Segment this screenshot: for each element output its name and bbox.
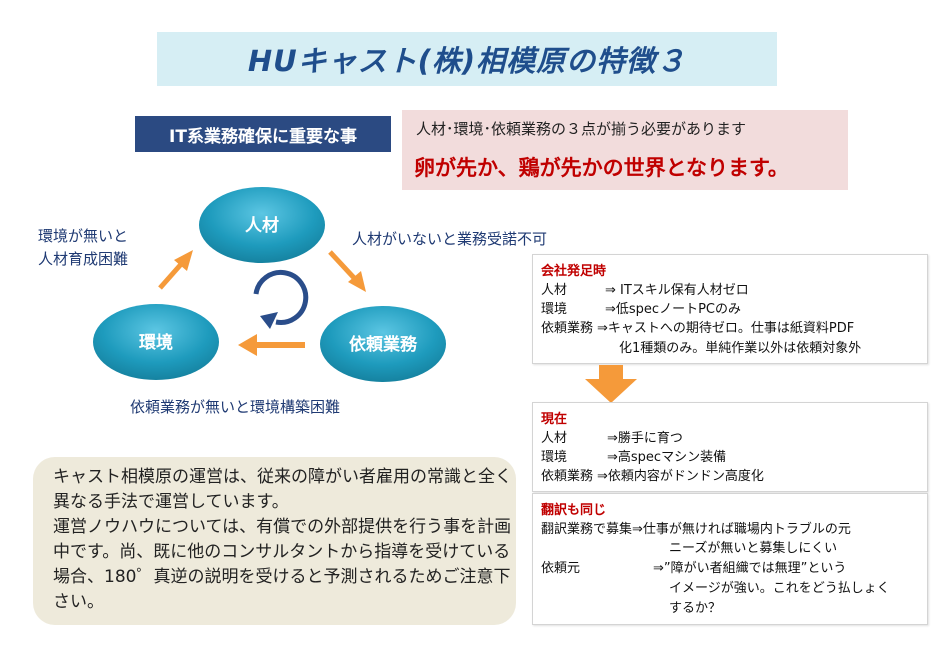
operation-para-2: 運営ノウハウについては、有償での外部提供を行う事を計画中です。尚、既に他のコンサ… <box>53 517 512 612</box>
cycle-label-left-2: 人材育成困難 <box>38 250 129 268</box>
cycle-label-right: 人材がいないと業務受諾不可 <box>352 230 548 248</box>
arrow-top-to-right <box>328 250 366 292</box>
node-right-label: 依頼業務 <box>349 334 418 355</box>
node-right: 依頼業務 <box>320 306 446 382</box>
current-box: 現在 人材 ⇒勝手に育つ 環境 ⇒高specマシン装備 依頼業務 ⇒依頼内容がド… <box>532 402 928 492</box>
arrow-right-to-left <box>238 334 305 356</box>
rotation-arrow-icon <box>253 269 309 329</box>
current-row-value: ⇒高specマシン装備 <box>607 450 727 465</box>
current-row-value: ⇒依頼内容がドンドン高度化 <box>597 469 764 484</box>
operation-para-1: キャスト相模原の運営は、従来の障がい者雇用の常識と全く異なる手法で運営しています… <box>53 467 512 512</box>
cycle-label-bottom: 依頼業務が無いと環境構築困難 <box>130 398 341 416</box>
translation-row-3-value: ⇒”障がい者組織では無理”という <box>653 561 847 576</box>
operation-note-box: キャスト相模原の運営は、従来の障がい者雇用の常識と全く異なる手法で運営しています… <box>33 457 516 625</box>
node-top-label: 人材 <box>245 215 279 236</box>
arrow-left-to-top <box>158 250 193 290</box>
node-left-label: 環境 <box>139 332 173 353</box>
founding-row-label: 環境 <box>541 302 568 317</box>
translation-title: 翻訳も同じ <box>541 503 607 518</box>
founding-row-value: ⇒ ITスキル保有人材ゼロ <box>605 283 749 298</box>
requirement-text: 人材･環境･依頼業務の３点が揃う必要があります <box>416 120 747 138</box>
chicken-egg-text: 卵が先か、鶏が先かの世界となります。 <box>414 156 789 180</box>
founding-continuation: 化1種類のみ。単純作業以外は依頼対象外 <box>619 341 862 356</box>
translation-row-5: するか？ <box>669 601 722 616</box>
node-left: 環境 <box>93 304 219 380</box>
founding-row-label: 人材 <box>541 283 568 298</box>
translation-box: 翻訳も同じ 翻訳業務で募集⇒仕事が無ければ職場内トラブルの元 ニーズが無いと募集… <box>532 493 928 625</box>
current-row-label: 環境 <box>541 450 568 465</box>
current-row-value: ⇒勝手に育つ <box>607 431 683 446</box>
translation-row-1: 翻訳業務で募集⇒仕事が無ければ職場内トラブルの元 <box>541 522 851 537</box>
translation-row-4: イメージが強い。これをどう払しょく <box>669 581 890 596</box>
translation-row-2: ニーズが無いと募集しにくい <box>669 541 838 556</box>
key-label: IT系業務確保に重要な事 <box>135 116 391 152</box>
founding-box: 会社発足時 人材 ⇒ ITスキル保有人材ゼロ 環境 ⇒低specノートPCのみ … <box>532 254 928 364</box>
current-title: 現在 <box>541 412 568 427</box>
down-arrow-icon <box>585 365 637 403</box>
cycle-label-left-1: 環境が無いと <box>38 227 129 245</box>
founding-row-value: ⇒キャストへの期待ゼロ。仕事は紙資料PDF <box>597 321 855 336</box>
node-top: 人材 <box>199 187 325 263</box>
translation-row-3-label: 依頼元 <box>541 561 581 576</box>
cycle-diagram: 人材 環境 依頼業務 <box>93 187 446 382</box>
title-banner: HUキャスト(株)相模原の特徴３ <box>157 32 777 86</box>
founding-row-value: ⇒低specノートPCのみ <box>605 302 741 317</box>
founding-row-label: 依頼業務 <box>541 321 594 336</box>
page-title: HUキャスト(株)相模原の特徴３ <box>247 44 687 78</box>
founding-title: 会社発足時 <box>541 264 607 279</box>
current-row-label: 人材 <box>541 431 568 446</box>
current-row-label: 依頼業務 <box>541 469 594 484</box>
requirement-box: 人材･環境･依頼業務の３点が揃う必要があります 卵が先か、鶏が先かの世界となりま… <box>402 110 848 190</box>
